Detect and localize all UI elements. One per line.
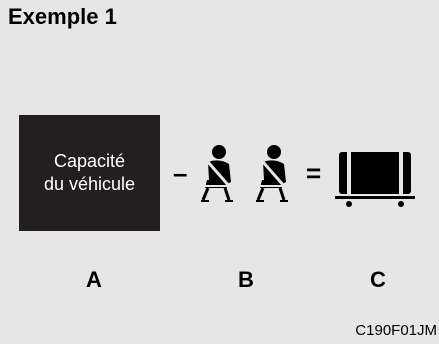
figure-code: C190F01JM	[355, 322, 437, 339]
cargo-load-icon	[335, 150, 415, 215]
seated-occupant-icon	[250, 144, 292, 209]
minus-sign: –	[173, 158, 188, 188]
seated-occupant-icon	[195, 144, 237, 209]
capacity-line-1: Capacité	[53, 151, 126, 171]
label-a: A	[86, 267, 102, 292]
capacity-line-2: du véhicule	[43, 174, 136, 194]
vehicle-capacity-box: Capacité du véhicule	[19, 115, 160, 231]
label-b: B	[238, 267, 254, 292]
label-c: C	[370, 267, 386, 292]
example-title: Exemple 1	[8, 4, 117, 29]
equals-sign: =	[306, 158, 322, 188]
